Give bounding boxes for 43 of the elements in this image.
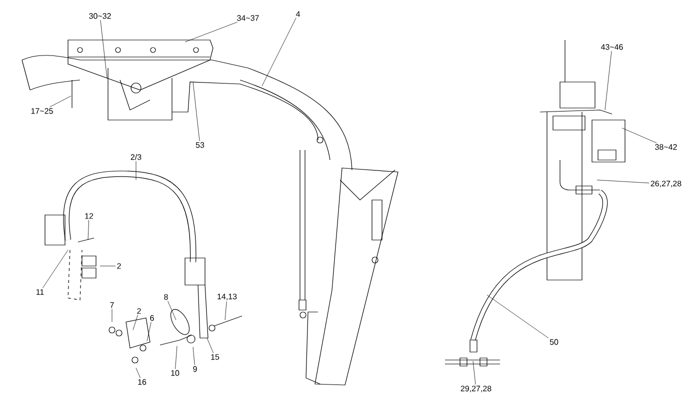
leader-line — [88, 220, 90, 240]
callout-number: 4 — [296, 11, 300, 17]
leader-line — [486, 294, 549, 338]
callout-number: 9 — [193, 366, 197, 372]
callout-number: 53 — [196, 142, 204, 148]
callout-number: 8 — [164, 294, 168, 300]
leader-line — [224, 301, 227, 320]
callout-number: 2/3 — [130, 154, 142, 160]
callout-number: 14,13 — [218, 294, 237, 300]
leader-line — [192, 82, 200, 142]
leader-line — [168, 300, 176, 320]
leader-line — [262, 18, 296, 86]
callout-number: 15 — [211, 354, 220, 360]
callout-number: 17~25 — [31, 108, 53, 114]
leader-line — [472, 360, 476, 385]
callout-number: 10 — [171, 370, 180, 376]
callout-number: 38~42 — [655, 144, 677, 150]
callout-number: 30~32 — [89, 13, 111, 19]
leader-line — [184, 22, 238, 42]
leader-line — [192, 346, 195, 366]
callout-number: 7 — [110, 302, 114, 308]
callout-number: 6 — [150, 315, 154, 321]
leader-line — [50, 96, 72, 108]
leader-line — [175, 346, 178, 370]
leader-line — [596, 180, 650, 184]
leader-line — [136, 368, 140, 378]
leader-line — [132, 314, 138, 330]
callout-number: 2 — [137, 308, 141, 314]
leader-line — [100, 20, 108, 78]
callout-number: 2 — [117, 263, 121, 269]
callout-number: 16 — [138, 379, 146, 385]
leader-line — [604, 50, 612, 110]
callout-number: 12 — [85, 213, 94, 219]
callout-number: 43~46 — [600, 44, 623, 50]
callout-number: 34~37 — [237, 15, 259, 21]
callout-number: 29,27,28 — [460, 386, 492, 392]
callout-number: 11 — [36, 289, 44, 295]
leader-line — [206, 338, 214, 354]
callout-number: 50 — [550, 339, 558, 345]
leader-line — [146, 322, 152, 342]
leader-line — [42, 250, 68, 288]
callout-number: 26,27,28 — [650, 180, 682, 188]
leader-line — [622, 128, 657, 144]
